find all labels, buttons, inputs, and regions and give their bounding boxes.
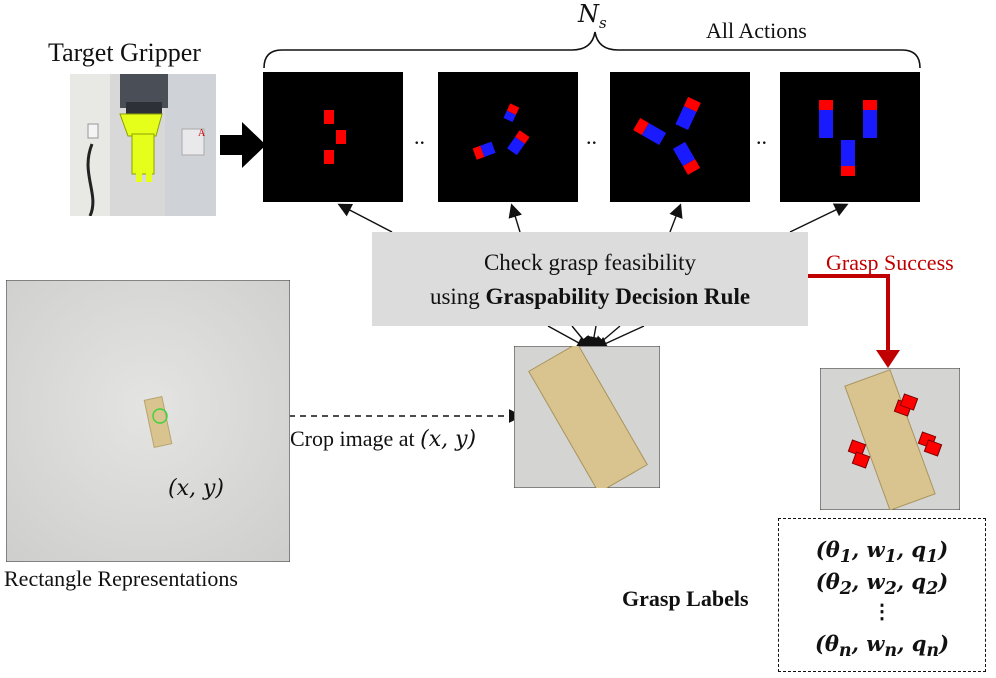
rectangle-representations-label: Rectangle Representations: [4, 566, 238, 591]
crop-label: Crop image at (x, y): [290, 426, 477, 452]
ellipsis-2: ..: [586, 124, 597, 149]
xy-label: (x, y): [168, 476, 224, 501]
crop-photo: [514, 346, 660, 488]
ns-label: Ns: [578, 0, 607, 32]
grasp-labels-box: (θ1, w1, q1) (θ2, w2, q2) ⋮ (θn, wn, qn): [778, 518, 986, 672]
action-panel-2: [438, 72, 578, 202]
grasp-label-row-n: (θn, wn, qn): [814, 631, 950, 662]
check-line-2: using Graspability Decision Rule: [429, 284, 751, 309]
action-panel-1: [263, 72, 403, 202]
action-panel-3: [610, 72, 750, 202]
check-line-1: Check grasp feasibility: [483, 250, 697, 275]
grasp-label-vdots: ⋮: [872, 601, 892, 623]
decision-rule-label: Graspability Decision Rule: [485, 284, 751, 309]
check-feasibility-box: Check grasp feasibility using Graspabili…: [372, 232, 808, 326]
scene-photo: [6, 280, 290, 562]
target-gripper-label: Target Gripper: [48, 38, 201, 67]
grasp-result-photo: [820, 368, 960, 510]
gripper-photo: A: [70, 74, 216, 216]
ellipsis-1: ..: [414, 124, 425, 149]
grasp-label-row-2: (θ2, w2, q2): [815, 569, 949, 600]
actions-brace: [263, 31, 921, 69]
action-panel-4: [780, 72, 920, 202]
ellipsis-3: ..: [756, 124, 767, 149]
grasp-success-label: Grasp Success: [826, 250, 954, 275]
svg-text:A: A: [198, 128, 206, 139]
all-actions-label: All Actions: [706, 18, 807, 43]
grasp-labels-title: Grasp Labels: [622, 586, 749, 611]
arrow-right-icon: [220, 122, 266, 168]
grasp-label-row-1: (θ1, w1, q1): [815, 537, 949, 568]
